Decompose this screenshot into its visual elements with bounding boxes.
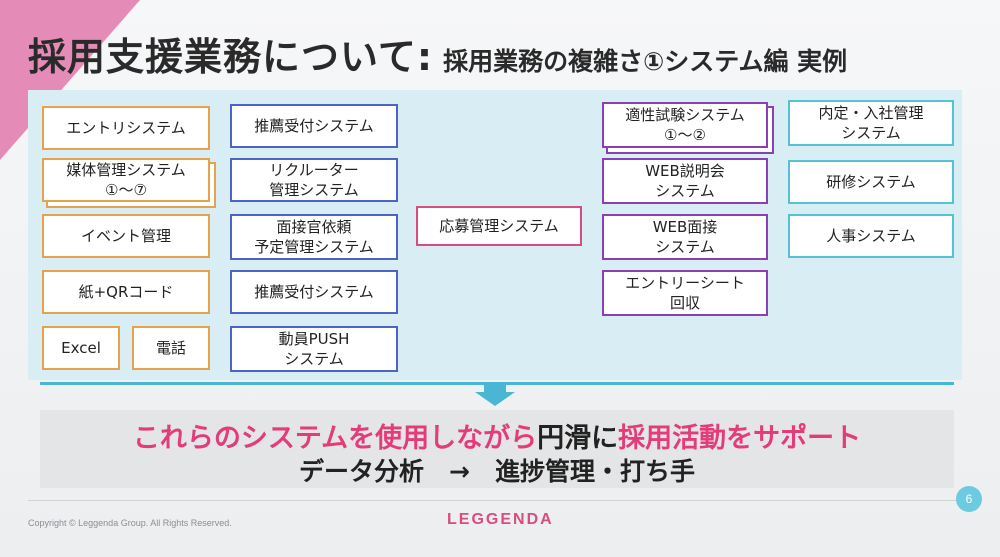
box-label: WEB面接 システム — [652, 218, 718, 256]
box-event-management: イベント管理 — [42, 214, 210, 258]
conclusion-line-2: データ分析 → 進捗管理・打ち手 — [299, 457, 695, 486]
box-label: 内定・入社管理 システム — [818, 104, 924, 142]
box-paper-qr: 紙+QRコード — [42, 270, 210, 314]
footer-divider — [28, 500, 962, 501]
box-hr-system: 人事システム — [788, 214, 954, 258]
box-entry-sheet: エントリーシート 回収 — [602, 270, 768, 316]
conclusion-text: に — [591, 423, 619, 454]
box-offer-joining: 内定・入社管理 システム — [788, 100, 954, 146]
box-label: エントリーシート 回収 — [625, 274, 745, 312]
title-subtitle: 採用業務の複雑さ①システム編 実例 — [443, 47, 848, 76]
box-label: イベント管理 — [80, 227, 171, 245]
conclusion-text: これらのシステムを使用しながら — [132, 423, 538, 454]
page-number-badge: 6 — [956, 486, 982, 512]
box-referral-1: 推薦受付システム — [230, 104, 398, 148]
conclusion-text: 円滑 — [537, 423, 592, 454]
divider-line — [40, 382, 954, 385]
box-phone: 電話 — [132, 326, 210, 370]
slide-title: 採用支援業務について: 採用業務の複雑さ①システム編 実例 — [28, 26, 978, 86]
box-label: 動員PUSH システム — [278, 330, 350, 368]
box-label: 人事システム — [826, 227, 916, 245]
box-applicant-management: 応募管理システム — [416, 206, 582, 246]
box-label: WEB説明会 システム — [645, 162, 725, 200]
box-excel: Excel — [42, 326, 120, 370]
copyright-text: Copyright © Leggenda Group. All Rights R… — [28, 518, 232, 528]
box-label: 適性試験システム ①〜② — [625, 106, 745, 144]
box-media-management: 媒体管理システム ①〜⑦ — [42, 158, 210, 202]
box-label: リクルーター 管理システム — [269, 161, 359, 199]
conclusion-text: 採用活動をサポート — [618, 423, 862, 454]
box-referral-2: 推薦受付システム — [230, 270, 398, 314]
company-logo: LEGGENDA — [447, 511, 554, 528]
box-label: 推薦受付システム — [254, 117, 374, 135]
box-label: 応募管理システム — [439, 217, 559, 235]
box-entry-system: エントリシステム — [42, 106, 210, 150]
box-aptitude-test: 適性試験システム ①〜② — [602, 102, 768, 148]
title-main: 採用支援業務について: — [28, 35, 434, 79]
box-label: 電話 — [155, 339, 186, 357]
box-mobilize-push: 動員PUSH システム — [230, 326, 398, 372]
conclusion-box: これらのシステムを使用しながら円滑に採用活動をサポート データ分析 → 進捗管理… — [40, 410, 954, 488]
box-recruiter: リクルーター 管理システム — [230, 158, 398, 202]
conclusion-line-1: これらのシステムを使用しながら円滑に採用活動をサポート — [40, 416, 954, 455]
box-label: エントリシステム — [66, 119, 186, 137]
down-arrow-head-icon — [475, 392, 515, 406]
box-label: 面接官依頼 予定管理システム — [254, 218, 374, 256]
box-label: 推薦受付システム — [254, 283, 374, 301]
box-label: 媒体管理システム ①〜⑦ — [66, 161, 186, 199]
box-web-interview: WEB面接 システム — [602, 214, 768, 260]
box-web-briefing: WEB説明会 システム — [602, 158, 768, 204]
box-interviewer: 面接官依頼 予定管理システム — [230, 214, 398, 260]
box-label: 紙+QRコード — [78, 283, 174, 301]
systems-panel: エントリシステム 媒体管理システム ①〜⑦ イベント管理 紙+QRコード Exc… — [28, 90, 962, 380]
box-training: 研修システム — [788, 160, 954, 204]
box-label: Excel — [61, 339, 101, 357]
box-label: 研修システム — [826, 173, 916, 191]
down-arrow-icon — [484, 384, 506, 392]
